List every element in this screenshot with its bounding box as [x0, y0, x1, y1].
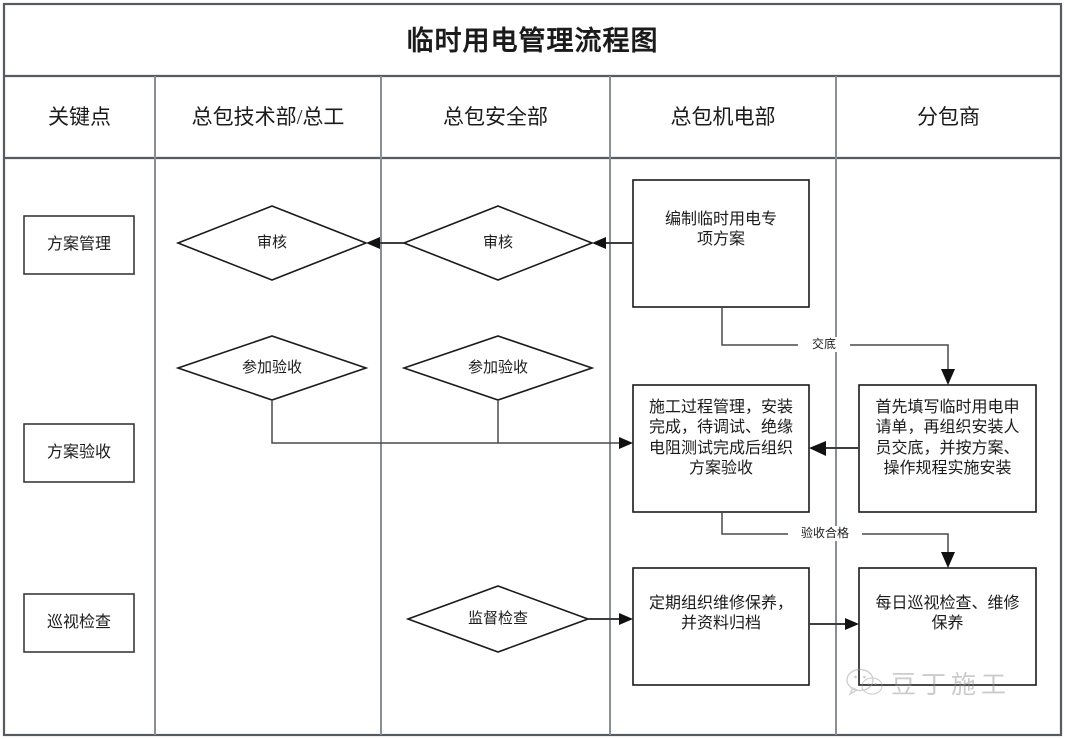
diamond-join-accept-tech: [175, 335, 369, 401]
edge-maint-to-daily: [809, 618, 859, 630]
diamond-join-accept-safety: [401, 335, 595, 401]
node-box-apply-install: [858, 384, 1037, 513]
node-box-daily-patrol: [858, 567, 1037, 686]
key-point-box-patrol-inspection: [23, 593, 135, 653]
diamond-review-tech: [175, 205, 369, 281]
key-point-box-plan-acceptance: [23, 423, 135, 483]
edge-draft-to-apply: [721, 307, 955, 385]
edge-process-to-daily: [721, 512, 955, 568]
edge-accept-to-process: [271, 400, 633, 449]
node-box-maintenance-file: [632, 567, 810, 686]
edge-supervise-to-maint: [588, 613, 633, 625]
edge-apply-to-process: [809, 441, 859, 456]
diamond-review-safety: [401, 205, 595, 281]
diamond-supervise-check: [405, 585, 591, 653]
edge-draft-to-review-safety: [592, 237, 633, 249]
node-box-process-mgmt: [632, 384, 810, 513]
node-box-draft-plan: [632, 179, 810, 308]
key-point-box-plan-management: [23, 215, 135, 275]
edge-review-safety-to-tech: [366, 237, 404, 249]
